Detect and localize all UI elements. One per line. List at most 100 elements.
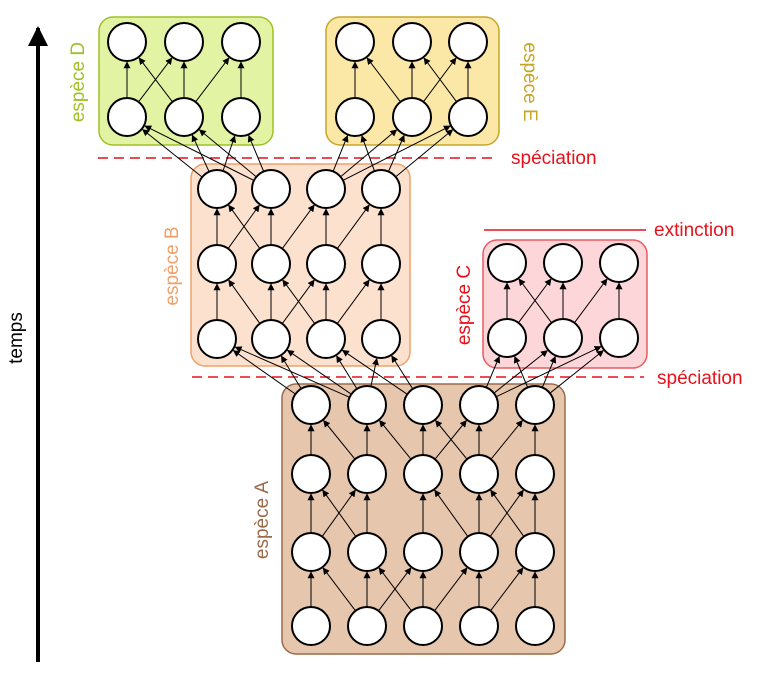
individual-node-a — [515, 454, 555, 494]
species-label-a: espèce A — [252, 481, 273, 559]
lineage-arrow — [378, 567, 412, 612]
individual-node-a — [459, 532, 499, 572]
species-label-b: espèce B — [162, 226, 183, 305]
lineage-arrow — [222, 135, 237, 172]
lineage-arrow — [228, 279, 261, 324]
individual-node-a — [347, 454, 387, 494]
lineage-arrow — [336, 204, 370, 249]
lineage-arrow — [485, 355, 501, 388]
individual-node-a — [291, 532, 331, 572]
lineage-arrow — [281, 279, 315, 324]
lineage-arrow — [573, 278, 608, 324]
lineage-arrow — [138, 57, 173, 103]
individual-node-a — [459, 454, 499, 494]
individual-node-c — [487, 318, 527, 358]
lineage-arrow — [247, 134, 265, 172]
lineage-arrow — [490, 567, 524, 612]
lineage-arrow — [342, 125, 451, 181]
individual-node-b — [306, 169, 346, 209]
lineage-arrow — [517, 278, 552, 324]
individual-node-a — [291, 606, 331, 646]
lineage-arrow — [323, 419, 356, 460]
lineage-arrow — [395, 129, 454, 178]
time-axis: temps — [6, 26, 48, 662]
individual-node-e — [392, 97, 432, 137]
event-markers: spéciation spéciation extinction — [98, 148, 743, 389]
species-label-e: espèce E — [519, 42, 540, 121]
individual-node-e — [335, 97, 375, 137]
individual-node-a — [347, 532, 387, 572]
individual-node-a — [459, 385, 499, 425]
individual-node-a — [347, 606, 387, 646]
lineage-arrow — [234, 346, 350, 398]
individual-node-d — [221, 22, 261, 62]
lineage-arrow — [366, 57, 401, 103]
individual-node-d — [164, 97, 204, 137]
lineage-arrow — [341, 349, 408, 395]
lineage-arrow — [281, 204, 315, 249]
individual-node-d — [107, 97, 147, 137]
lineage-arrow — [495, 346, 602, 398]
individual-node-a — [459, 606, 499, 646]
individual-node-a — [515, 385, 555, 425]
individual-node-c — [599, 243, 639, 283]
lineage-arrow — [422, 57, 457, 103]
species-label-d: espèce D — [68, 42, 89, 122]
lineage-arrow — [336, 355, 358, 390]
lineage-links — [123, 57, 623, 612]
lineage-arrow — [336, 279, 370, 324]
individual-node-e — [448, 22, 488, 62]
individual-node-a — [403, 606, 443, 646]
lineage-arrow — [379, 419, 412, 460]
individual-node-b — [251, 319, 291, 359]
individual-node-b — [361, 169, 401, 209]
lineage-arrow — [493, 350, 548, 394]
individual-node-e — [392, 22, 432, 62]
lineage-arrow — [370, 357, 379, 387]
individual-node-b — [251, 169, 291, 209]
individual-node-a — [403, 532, 443, 572]
individual-node-a — [403, 385, 443, 425]
lineage-arrow — [391, 355, 414, 390]
individual-node-b — [197, 244, 237, 284]
lineage-arrow — [434, 489, 469, 537]
individual-node-a — [403, 454, 443, 494]
lineage-arrow — [280, 355, 302, 390]
lineage-arrow — [321, 489, 356, 537]
individual-node-b — [361, 319, 401, 359]
individual-node-b — [197, 319, 237, 359]
lineage-arrow — [434, 419, 467, 460]
individual-node-b — [197, 169, 237, 209]
individual-node-a — [291, 385, 331, 425]
individual-node-e — [448, 97, 488, 137]
lineage-arrow — [227, 204, 260, 249]
lineage-arrow — [340, 129, 398, 178]
individual-node-b — [361, 244, 401, 284]
lineage-arrow — [489, 489, 524, 537]
individual-node-d — [221, 97, 261, 137]
species-labels: espèce A espèce B espèce C espèce D espè… — [68, 42, 540, 559]
lineage-arrow — [322, 567, 356, 612]
lineage-arrow — [232, 350, 296, 395]
individual-node-a — [515, 532, 555, 572]
individual-node-c — [487, 243, 527, 283]
lineage-arrow — [434, 567, 468, 612]
individual-node-a — [347, 385, 387, 425]
individual-node-b — [306, 319, 346, 359]
species-box-b — [190, 163, 411, 367]
species-label-c: espèce C — [454, 265, 475, 345]
individual-node-e — [335, 22, 375, 62]
extinction-label: extinction — [654, 220, 734, 241]
speciation-label-bottom: spéciation — [657, 368, 743, 389]
individual-node-d — [107, 22, 147, 62]
lineage-arrow — [549, 350, 604, 394]
individual-node-c — [543, 318, 583, 358]
lineage-arrow — [332, 134, 349, 172]
individual-node-a — [515, 606, 555, 646]
lineage-arrow — [191, 134, 210, 172]
individual-node-b — [306, 244, 346, 284]
lineage-arrow — [286, 349, 352, 395]
time-axis-label: temps — [6, 312, 27, 364]
individual-node-d — [164, 22, 204, 62]
